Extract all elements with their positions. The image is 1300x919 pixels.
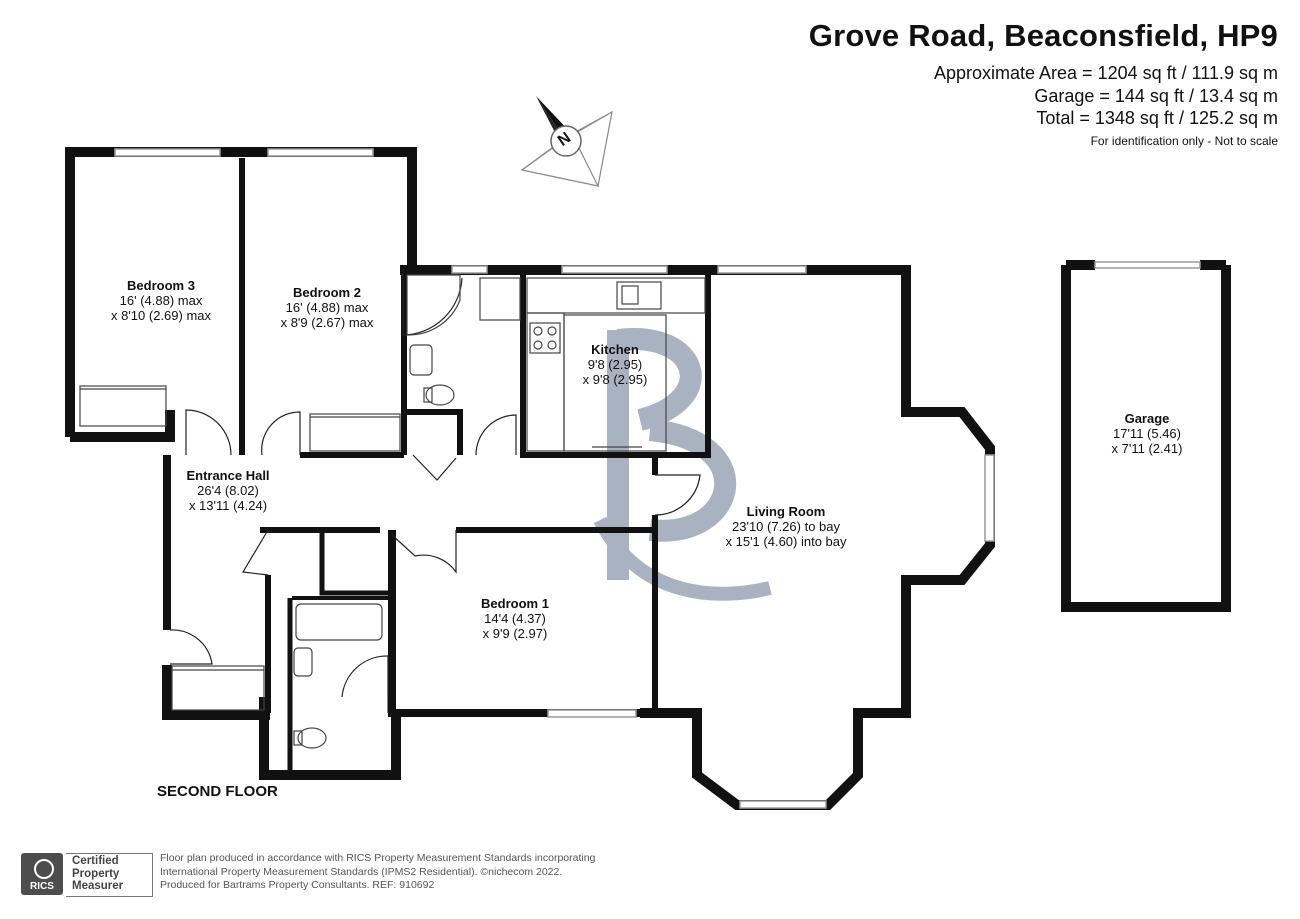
floor-label: SECOND FLOOR — [157, 783, 278, 800]
disclaimer: For identification only - Not to scale — [1090, 134, 1278, 148]
rics-logo: RICS — [21, 853, 63, 895]
room-dimension: 16' (4.88) max — [285, 300, 369, 315]
room-name: Bedroom 3 — [127, 278, 195, 293]
rics-logo-text: RICS — [30, 881, 54, 892]
room-dimension: x 15'1 (4.60) into bay — [725, 534, 847, 549]
footer-line: Floor plan produced in accordance with R… — [160, 852, 596, 864]
room-bedroom-3: Bedroom 3 16' (4.88) max x 8'10 (2.69) m… — [96, 278, 226, 323]
room-bedroom-2: Bedroom 2 16' (4.88) max x 8'9 (2.67) ma… — [262, 285, 392, 330]
rics-line: Property — [72, 867, 120, 880]
room-dimension: 23'10 (7.26) to bay — [732, 519, 840, 534]
total-area: Total = 1348 sq ft / 125.2 sq m — [1036, 108, 1278, 128]
approximate-area: Approximate Area = 1204 sq ft / 111.9 sq… — [933, 63, 1278, 83]
fixtures — [79, 274, 706, 749]
room-kitchen: Kitchen 9'8 (2.95) x 9'8 (2.95) — [560, 342, 670, 387]
room-dimension: 16' (4.88) max — [119, 293, 203, 308]
footer-line: Produced for Bartrams Property Consultan… — [160, 879, 435, 891]
room-dimension: x 9'9 (2.97) — [482, 626, 548, 641]
room-dimension: 14'4 (4.37) — [484, 611, 546, 626]
room-dimension: x 9'8 (2.95) — [582, 372, 648, 387]
room-dimension: x 8'9 (2.67) max — [280, 315, 374, 330]
room-name: Kitchen — [591, 342, 639, 357]
room-dimension: 17'11 (5.46) — [1112, 426, 1181, 441]
room-living-room: Living Room 23'10 (7.26) to bay x 15'1 (… — [706, 504, 866, 549]
room-name: Garage — [1124, 411, 1170, 426]
room-entrance-hall: Entrance Hall 26'4 (8.02) x 13'11 (4.24) — [168, 468, 288, 513]
rics-line: Certified — [72, 855, 119, 867]
rics-line: Measurer — [72, 880, 124, 892]
property-title: Grove Road, Beaconsfield, HP9 — [808, 18, 1278, 53]
room-name: Entrance Hall — [186, 468, 270, 483]
room-dimension: x 8'10 (2.69) max — [110, 308, 212, 323]
room-name: Bedroom 1 — [481, 596, 549, 611]
room-dimension: 26'4 (8.02) — [197, 483, 259, 498]
room-name: Living Room — [746, 504, 826, 519]
rics-certified-text: Certified Property Measurer — [72, 855, 123, 893]
footer-notes: Floor plan produced in accordance with R… — [160, 852, 595, 893]
compass-rose-icon — [520, 96, 613, 188]
room-bedroom-1: Bedroom 1 14'4 (4.37) x 9'9 (2.97) — [455, 596, 575, 641]
room-name: Bedroom 2 — [293, 285, 361, 300]
room-dimension: x 13'11 (4.24) — [188, 498, 268, 513]
room-garage: Garage 17'11 (5.46) x 7'11 (2.41) — [1087, 411, 1207, 456]
garage-area: Garage = 144 sq ft / 13.4 sq m — [1034, 86, 1278, 106]
footer-line: International Property Measurement Stand… — [160, 865, 563, 878]
room-dimension: x 7'11 (2.41) — [1111, 441, 1183, 456]
windows — [114, 148, 1201, 809]
room-dimension: 9'8 (2.95) — [587, 357, 643, 372]
rics-certified-box — [66, 853, 153, 897]
rics-emblem-icon — [34, 859, 54, 879]
walls — [65, 147, 1231, 810]
